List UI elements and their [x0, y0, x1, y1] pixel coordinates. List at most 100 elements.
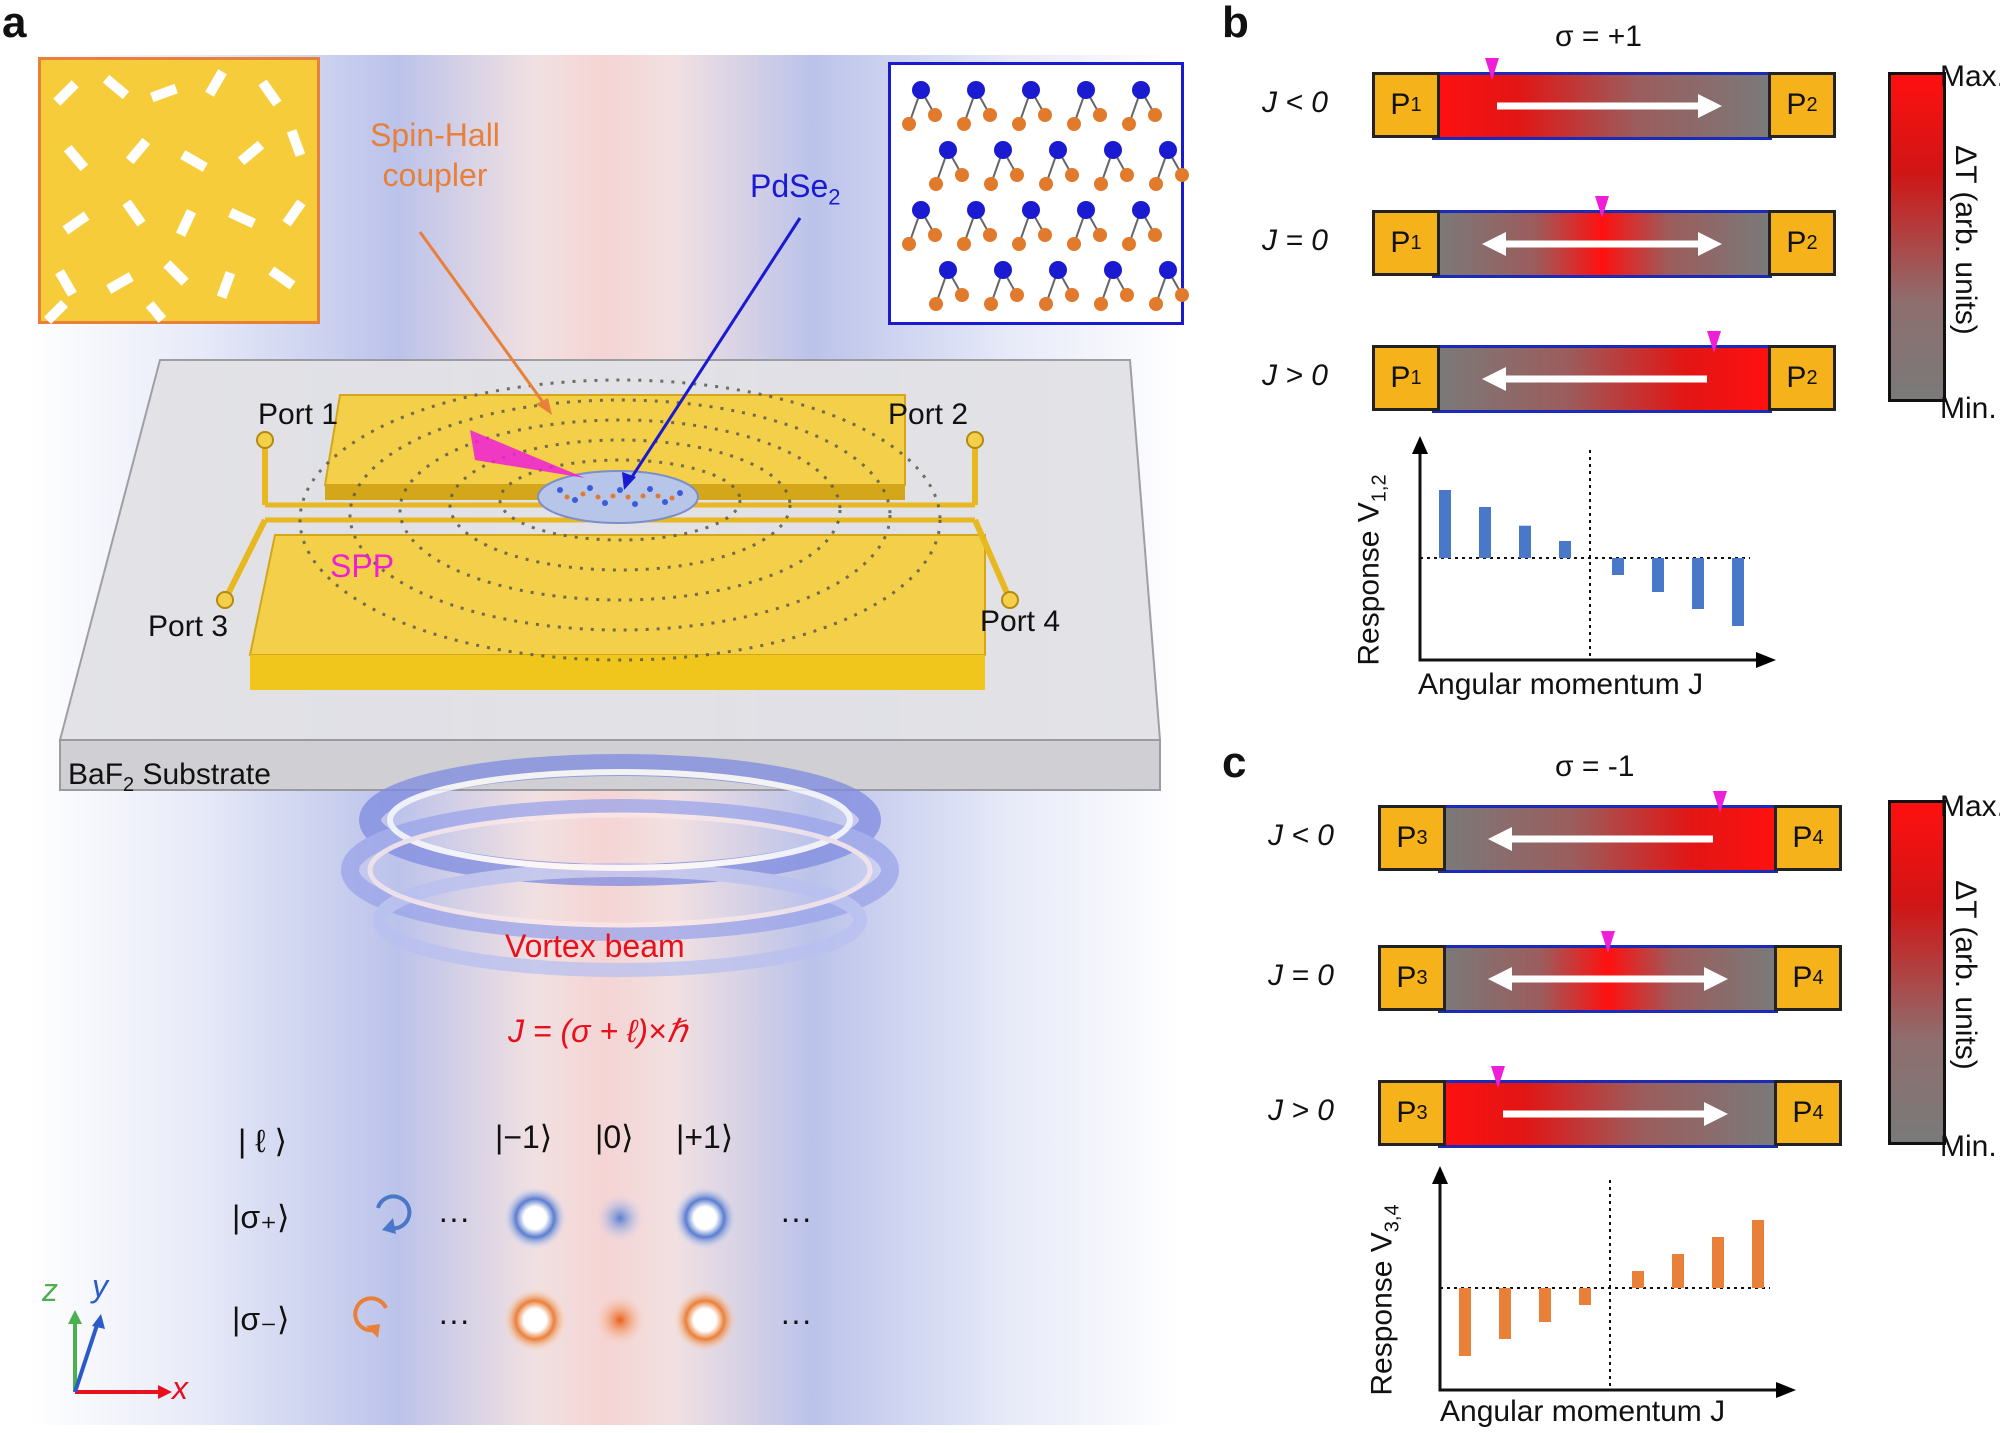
se-atom-15 — [1039, 177, 1053, 191]
pd-atom-19 — [1159, 261, 1177, 279]
meta-slits — [43, 69, 306, 325]
chart-b-bar-5 — [1652, 558, 1664, 592]
pd-atom-2 — [1022, 81, 1040, 99]
b-row-label-1: J = 0 — [1262, 224, 1328, 257]
se-atom-36 — [1120, 288, 1134, 302]
c-port-right-text-2: P — [1792, 1096, 1813, 1129]
ket-0-label: |0⟩ — [595, 1119, 634, 1155]
pd-atom-6 — [994, 141, 1012, 159]
chart-b-bar-4 — [1612, 558, 1624, 575]
colorbar-c — [1888, 800, 1946, 1145]
xlabel-c: Angular momentum J — [1440, 1395, 1726, 1428]
se-atom-27 — [1067, 237, 1081, 251]
spin-hall-line2: coupler — [382, 157, 488, 193]
ring-minus-p1 — [673, 1288, 737, 1352]
pd-atom-0 — [912, 81, 930, 99]
b-port-left-text-2: P — [1390, 361, 1411, 394]
b-port-left-sub-2: 1 — [1410, 366, 1422, 389]
se-atom-11 — [929, 177, 943, 191]
metasurface-inset — [38, 57, 320, 325]
se-atom-38 — [1175, 288, 1189, 302]
b-port-right-text-1: P — [1786, 226, 1807, 259]
se-atom-5 — [1012, 117, 1026, 131]
chart-c-bar-1 — [1499, 1288, 1511, 1339]
ylabel-b-text: Response V — [1352, 502, 1386, 666]
port2-label: Port 2 — [888, 398, 969, 431]
port3-label: Port 3 — [148, 610, 229, 643]
b-port-left-text-1: P — [1390, 226, 1411, 259]
c-row-label-0: J < 0 — [1268, 819, 1334, 852]
pd-atom-13 — [1077, 201, 1095, 219]
c-port-left-sub-1: 3 — [1416, 966, 1428, 989]
xlabel-b: Angular momentum J — [1418, 668, 1704, 701]
ylabel-c-sub: 3,4 — [1381, 1204, 1404, 1233]
spp-text: SPP — [330, 548, 395, 584]
chart-c-bar-4 — [1632, 1271, 1644, 1288]
spp-label: SPP — [330, 548, 394, 585]
se-atom-23 — [957, 237, 971, 251]
chart-b-axes — [1418, 440, 1770, 662]
c-port-left-text-2: P — [1396, 1096, 1417, 1129]
ket-p1-label: |+1⟩ — [676, 1119, 734, 1155]
b-port-left-text-0: P — [1390, 88, 1411, 121]
sigma-b-label: σ = +1 — [1555, 20, 1642, 53]
pd-atom-14 — [1132, 201, 1150, 219]
chart-b-bar-3 — [1559, 541, 1571, 558]
c-arrow-0 — [1488, 791, 1727, 851]
se-atom-16 — [1120, 168, 1134, 182]
b-port-right-text-0: P — [1786, 88, 1807, 121]
se-atom-3 — [957, 117, 971, 131]
chart-b-bar-6 — [1692, 558, 1704, 609]
chart-b-y-arrowhead — [1412, 436, 1428, 454]
se-atom-35 — [1039, 297, 1053, 311]
ellipsis-minus-right: ··· — [780, 1302, 812, 1338]
panel-letter-b: b — [1222, 0, 1249, 47]
colorbar-b-min: Min. — [1940, 392, 1997, 425]
b-port-right-text-2: P — [1786, 361, 1807, 394]
c-port-left-sub-2: 3 — [1416, 1101, 1428, 1124]
colorbar-b-max: Max. — [1940, 60, 2000, 93]
ring-plus-m1 — [503, 1186, 567, 1250]
ylabel-b: Response V1,2 — [1353, 474, 1392, 665]
colorbar-b-label: ΔT (arb. units) — [1949, 145, 1982, 335]
se-atom-0 — [928, 108, 942, 122]
chart-c-y-arrowhead — [1432, 1166, 1448, 1184]
ket-l-label: | ℓ ⟩ — [238, 1123, 287, 1159]
ylabel-c-text: Response V — [1365, 1232, 1399, 1396]
b-port-right-sub-2: 2 — [1806, 366, 1818, 389]
pd-atom-10 — [912, 201, 930, 219]
b-port-left-sub-1: 1 — [1410, 231, 1422, 254]
sigma-minus-label: |σ₋⟩ — [232, 1301, 290, 1337]
chart-c-bar-6 — [1712, 1237, 1724, 1288]
se-atom-17 — [1094, 177, 1108, 191]
se-atom-32 — [1010, 288, 1024, 302]
se-atom-19 — [1149, 177, 1163, 191]
colorbar-c-min: Min. — [1940, 1130, 1997, 1163]
ccw-arrow-icon — [353, 1296, 388, 1333]
pd-atom-4 — [1132, 81, 1150, 99]
port4-label: Port 4 — [980, 605, 1061, 638]
c-arrow-1 — [1488, 931, 1728, 991]
chart-c-bar-7 — [1752, 1220, 1764, 1288]
ellipsis-plus-right: ··· — [780, 1200, 812, 1236]
c-row-label-2: J > 0 — [1268, 1094, 1334, 1127]
b-row-label-2: J > 0 — [1262, 359, 1328, 392]
c-port-left-sub-0: 3 — [1416, 826, 1428, 849]
b-arrow-1 — [1482, 196, 1722, 256]
cw-arrow-icon — [376, 1194, 412, 1231]
se-atom-6 — [1093, 108, 1107, 122]
se-atom-29 — [1122, 237, 1136, 251]
se-atom-14 — [1065, 168, 1079, 182]
ket-m1-label: |−1⟩ — [495, 1119, 553, 1155]
se-atom-2 — [983, 108, 997, 122]
ellipsis-minus-left: ··· — [438, 1302, 470, 1338]
chart-c-bar-0 — [1459, 1288, 1471, 1356]
axis-y-label: y — [92, 1268, 108, 1304]
